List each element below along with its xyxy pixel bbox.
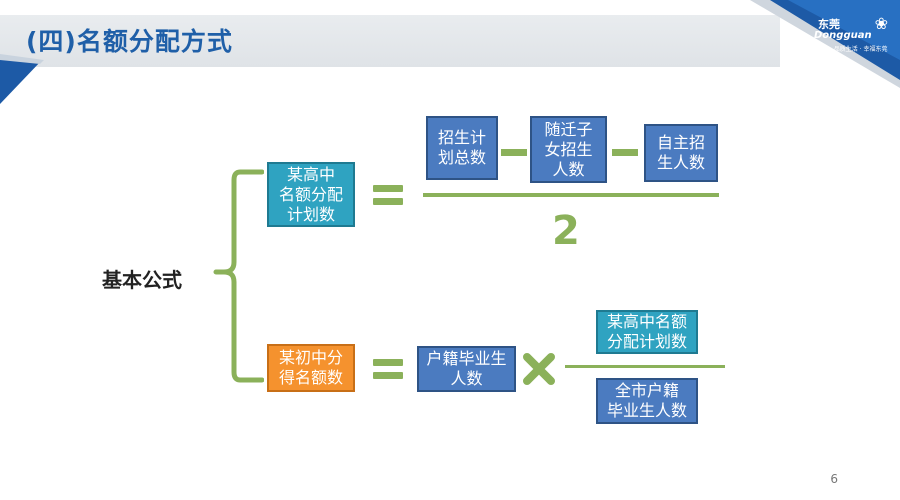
right-corner-decoration: [750, 0, 900, 88]
text-line: 自主招: [656, 133, 705, 152]
basic-formula-label: 基本公式: [102, 268, 182, 292]
header-band: [0, 15, 780, 67]
divisor-number: 2: [552, 208, 580, 254]
dongguan-logo: 东莞 Dongguan 东莞 · 品质生活 · 幸福东莞 ❀: [810, 14, 888, 56]
minus-sign-2: [612, 149, 638, 156]
text-line: 某高中: [286, 164, 335, 184]
left-corner-decoration: [0, 54, 44, 104]
text-line: 人数: [450, 369, 483, 388]
text-line: 某初中分: [278, 348, 343, 367]
text-line: 生人数: [656, 153, 705, 172]
self-enrollment-box: 自主招 生人数: [644, 124, 718, 182]
text-line: 随迁子: [544, 119, 593, 139]
text-line: 毕业生人数: [606, 401, 687, 420]
migrant-children-box: 随迁子 女招生 人数: [530, 116, 607, 183]
page-number: 6: [830, 472, 838, 486]
equals-sign-bottom-bar-1: [373, 198, 403, 205]
city-household-graduates-box: 全市户籍 毕业生人数: [596, 378, 698, 424]
curly-brace-icon: [213, 169, 264, 383]
multiply-sign-icon: [523, 353, 555, 385]
logo-chinese-text: 东莞: [818, 18, 840, 31]
text-line: 分配计划数: [606, 332, 687, 351]
text-line: 女招生: [544, 139, 593, 159]
high-school-quota-numerator-box: 某高中名额 分配计划数: [596, 310, 698, 354]
junior-school-quota-box: 某初中分 得名额数: [267, 344, 355, 392]
equals-sign-bottom-bar-2: [373, 372, 403, 379]
text-line: 某高中名额: [606, 312, 687, 331]
text-line: 划总数: [437, 148, 486, 167]
text-line: 得名额数: [278, 368, 343, 387]
logo-english-text: Dongguan: [814, 30, 872, 41]
text-line: 全市户籍: [614, 381, 679, 400]
logo-tagline: 东莞 · 品质生活 · 幸福东莞: [816, 46, 888, 53]
total-enrollment-box: 招生计 划总数: [426, 116, 498, 180]
fraction-line-2: [565, 365, 725, 368]
text-line: 招生计: [437, 128, 486, 147]
fraction-line-1: [423, 193, 719, 197]
equals-sign-top-bar-2: [373, 359, 403, 366]
text-line: 户籍毕业生: [426, 349, 507, 368]
household-graduates-box: 户籍毕业生 人数: [417, 346, 516, 392]
equals-sign-top-bar-1: [373, 185, 403, 192]
text-line: 名额分配: [278, 184, 343, 204]
slide-title: (四)名额分配方式: [26, 27, 233, 56]
text-line: 人数: [552, 159, 585, 179]
high-school-quota-box: 某高中 名额分配 计划数: [267, 162, 355, 227]
minus-sign-1: [501, 149, 527, 156]
flower-icon: ❀: [874, 14, 888, 33]
text-line: 计划数: [286, 204, 335, 224]
